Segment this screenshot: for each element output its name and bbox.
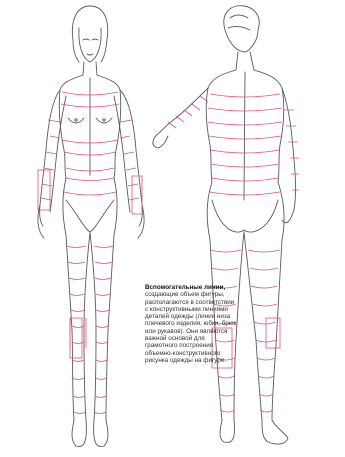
front-figure-hair bbox=[72, 6, 107, 62]
back-figure bbox=[153, 6, 296, 444]
front-figure-hands bbox=[38, 205, 144, 238]
caption-body: создающие объем фигуры, располагаются в … bbox=[145, 291, 236, 364]
back-figure-left-shoe bbox=[220, 420, 235, 442]
caption-lead: Вспомогательные линии, bbox=[145, 284, 225, 291]
front-figure-left-shoe bbox=[72, 420, 86, 447]
front-figure-mouth bbox=[87, 54, 93, 55]
front-figure-right-arm bbox=[114, 90, 142, 226]
back-figure-left-hand bbox=[153, 132, 168, 148]
back-figure-guide-lines bbox=[168, 94, 299, 412]
front-figure-eyes bbox=[83, 39, 98, 40]
front-figure-neck bbox=[83, 62, 97, 75]
back-figure-neck bbox=[236, 52, 254, 70]
back-figure-right-leg bbox=[244, 232, 282, 420]
back-figure-seat bbox=[212, 200, 278, 232]
back-figure-right-shoe bbox=[262, 420, 288, 444]
front-figure-crotch bbox=[66, 200, 114, 232]
front-figure bbox=[38, 6, 144, 447]
caption-text: Вспомогательные линии, создающие объем ф… bbox=[145, 284, 237, 364]
front-figure-right-leg bbox=[90, 232, 114, 420]
front-figure-right-shoe bbox=[94, 420, 108, 447]
back-figure-hair bbox=[224, 6, 259, 52]
front-figure-left-arm bbox=[40, 90, 66, 226]
front-figure-face bbox=[79, 28, 101, 62]
